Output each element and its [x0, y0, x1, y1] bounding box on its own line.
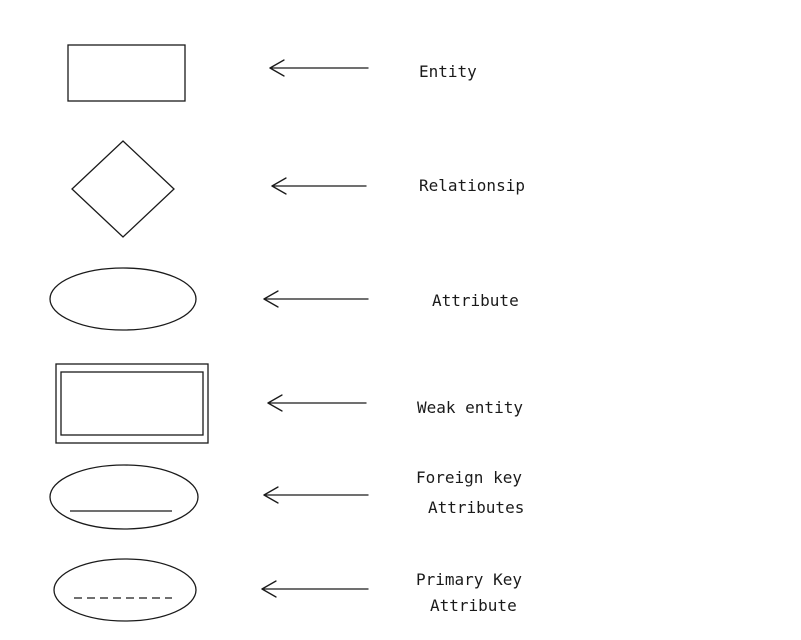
attribute-label: Attribute — [432, 291, 519, 310]
foreign-key-label-line1: Foreign key — [416, 468, 522, 487]
entity-label: Entity — [419, 62, 477, 81]
primary-key-label-line2: Attribute — [430, 596, 517, 615]
primary-key-ellipse-shape — [53, 558, 197, 622]
entity-arrow-icon — [269, 59, 369, 77]
attribute-legend-row: Attribute — [49, 267, 519, 331]
weak-entity-label: Weak entity — [417, 398, 523, 417]
primary-key-legend-row: Primary Key Attribute — [53, 558, 522, 622]
foreign-key-label-line2: Attributes — [428, 498, 524, 517]
relationship-legend-row: Relationsip — [71, 140, 525, 238]
weak-entity-outer-rectangle-shape — [55, 363, 209, 444]
weak-entity-arrow-icon — [267, 394, 367, 412]
relationship-arrow-icon — [271, 177, 367, 195]
attribute-arrow-icon — [263, 290, 369, 308]
entity-rectangle-shape — [67, 44, 186, 102]
weak-entity-inner-rectangle-shape — [60, 371, 204, 436]
primary-key-label-line1: Primary Key — [416, 570, 522, 589]
entity-legend-row: Entity — [67, 44, 477, 102]
foreign-key-legend-row: Foreign key Attributes — [49, 464, 524, 530]
relationship-diamond-shape — [71, 140, 175, 238]
foreign-key-ellipse-shape — [49, 464, 199, 530]
relationship-label: Relationsip — [419, 176, 525, 195]
weak-entity-legend-row: Weak entity — [55, 363, 523, 444]
primary-key-arrow-icon — [261, 580, 369, 598]
attribute-ellipse-shape — [49, 267, 197, 331]
foreign-key-arrow-icon — [263, 486, 369, 504]
